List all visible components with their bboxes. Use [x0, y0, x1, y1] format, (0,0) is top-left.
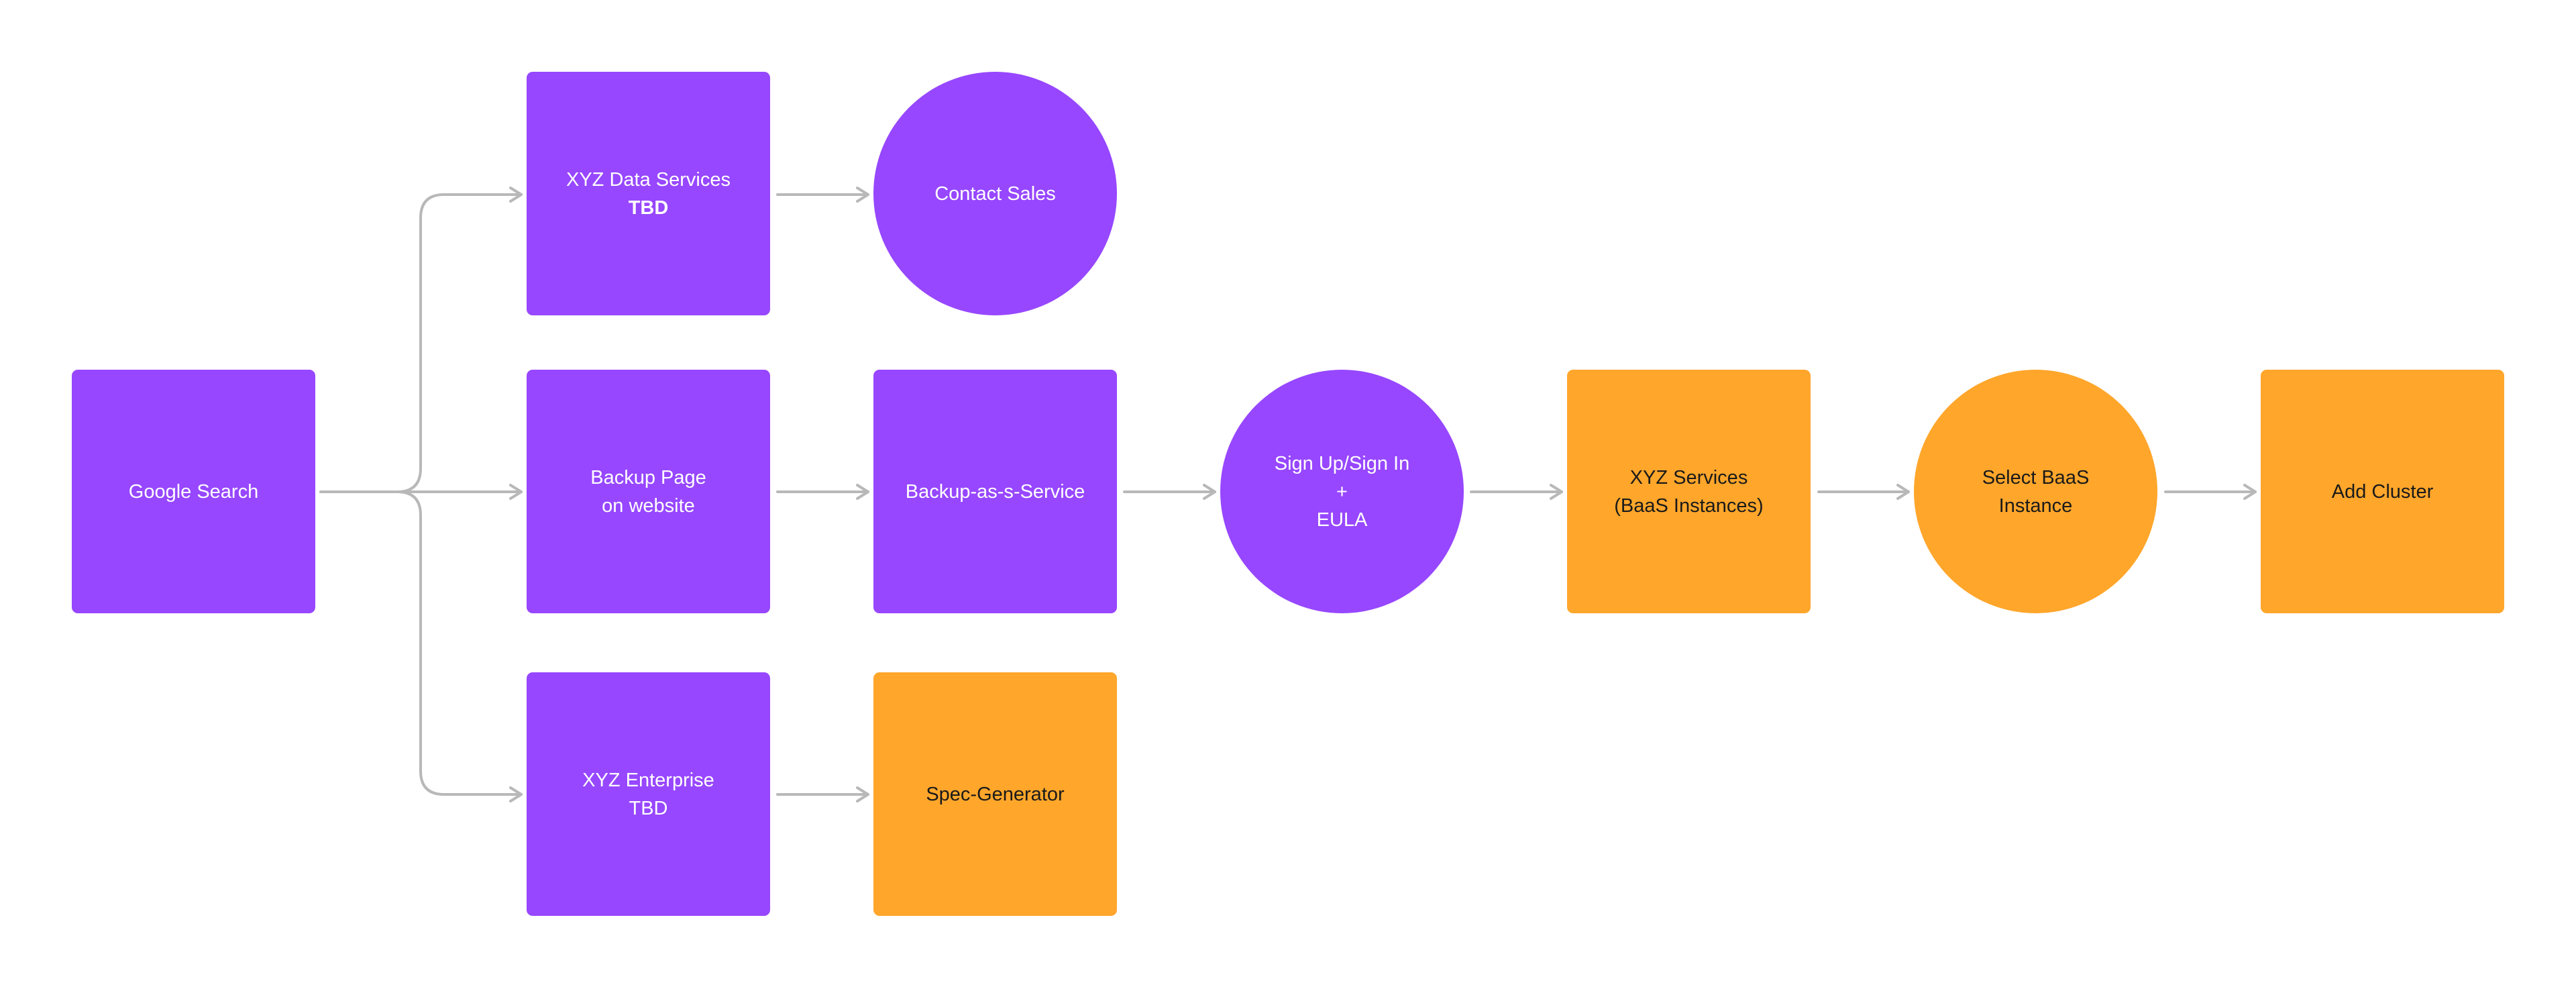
- backup-as-service-label: Backup-as-s-Service: [905, 480, 1085, 503]
- signup-signin-node[interactable]: Sign Up/Sign In + EULA: [1220, 370, 1464, 613]
- signup-label-line1: Sign Up/Sign In: [1274, 452, 1410, 474]
- google-search-node[interactable]: Google Search: [72, 370, 315, 613]
- signup-label-line2: +: [1336, 480, 1348, 503]
- connector-google-to-enterprise: [319, 490, 523, 802]
- backup-as-service-node[interactable]: Backup-as-s-Service: [873, 370, 1117, 613]
- xyz-enterprise-label-line1: XYZ Enterprise: [582, 769, 714, 791]
- xyz-data-services-label: XYZ Data Services: [566, 168, 731, 191]
- xyz-data-services-tbd-label: TBD: [628, 197, 669, 219]
- select-baas-instance-node[interactable]: Select BaaS Instance: [1914, 370, 2157, 613]
- backup-page-label-line1: Backup Page: [590, 466, 706, 488]
- spec-generator-label: Spec-Generator: [926, 783, 1065, 805]
- backup-page-node[interactable]: Backup Page on website: [527, 370, 770, 613]
- xyz-services-label-line2: (BaaS Instances): [1614, 495, 1764, 517]
- contact-sales-label: Contact Sales: [934, 183, 1056, 205]
- google-search-label: Google Search: [128, 480, 259, 503]
- backup-page-label-line2: on website: [602, 495, 695, 517]
- xyz-services-label-line1: XYZ Services: [1629, 466, 1748, 488]
- add-cluster-label: Add Cluster: [2331, 480, 2434, 503]
- select-baas-label-line1: Select BaaS: [1982, 466, 2090, 488]
- contact-sales-node[interactable]: Contact Sales: [873, 72, 1117, 315]
- xyz-services-node[interactable]: XYZ Services (BaaS Instances): [1567, 370, 1811, 613]
- xyz-enterprise-label-line2: TBD: [629, 797, 668, 819]
- connector-google-to-data-services: [319, 187, 523, 493]
- xyz-data-services-node[interactable]: XYZ Data Services TBD: [527, 72, 770, 315]
- signup-label-line3: EULA: [1316, 509, 1368, 531]
- xyz-enterprise-node[interactable]: XYZ Enterprise TBD: [527, 672, 770, 916]
- add-cluster-node[interactable]: Add Cluster: [2261, 370, 2504, 613]
- spec-generator-node[interactable]: Spec-Generator: [873, 672, 1117, 916]
- select-baas-label-line2: Instance: [1998, 495, 2073, 517]
